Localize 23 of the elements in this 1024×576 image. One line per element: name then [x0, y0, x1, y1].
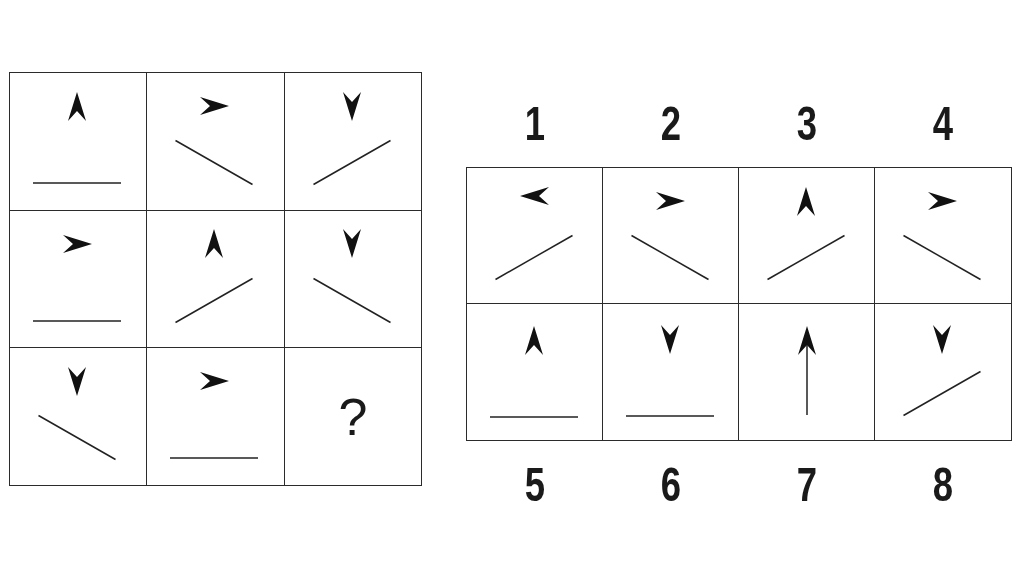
option-number: 1: [524, 105, 545, 144]
option-cell: [602, 167, 740, 305]
grid-cell: [146, 72, 285, 211]
option-cell: [874, 167, 1012, 305]
grid-cell: [9, 72, 148, 211]
option-number: 4: [932, 105, 953, 144]
option-cell: [466, 167, 604, 305]
option-number: 5: [524, 465, 545, 504]
question-mark: ?: [338, 397, 368, 439]
grid-cell: [9, 347, 148, 487]
option-number: 2: [660, 105, 681, 144]
option-cell: [738, 303, 876, 441]
grid-cell: [283, 72, 423, 211]
option-number: 3: [796, 105, 817, 144]
option-cell: [874, 303, 1012, 441]
option-number: 8: [932, 465, 953, 504]
grid-cell: [146, 347, 285, 487]
option-number: 6: [660, 465, 681, 504]
option-cell: [738, 167, 876, 305]
option-cell: [466, 303, 604, 441]
option-number: 7: [796, 465, 817, 504]
grid-cell: [283, 347, 423, 487]
option-cell: [602, 303, 740, 441]
